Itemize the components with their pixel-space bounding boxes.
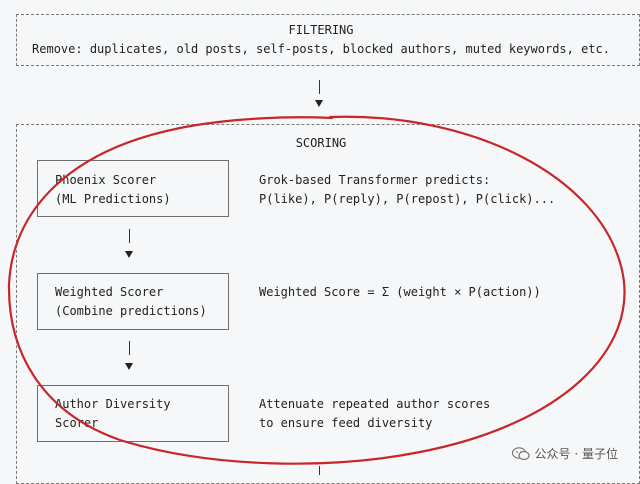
weighted-scorer-desc-1: Weighted Score = Σ (weight × P(action)) xyxy=(259,285,541,299)
phoenix-scorer-box xyxy=(37,160,229,217)
weighted-scorer-subtitle: (Combine predictions) xyxy=(55,304,207,318)
watermark-text: 公众号 · 量子位 xyxy=(534,447,618,461)
connector-arrow xyxy=(315,100,323,107)
highlight-ellipse-stroke xyxy=(7,115,626,465)
scoring-title: SCORING xyxy=(295,136,347,150)
weighted-scorer-name: Weighted Scorer xyxy=(55,285,164,299)
author-diversity-scorer-desc-2: to ensure feed diversity xyxy=(259,416,433,430)
weighted-scorer-box xyxy=(37,273,229,330)
filtering-description: Remove: duplicates, old posts, self-post… xyxy=(32,42,610,56)
connector-line xyxy=(319,466,320,475)
connector-line xyxy=(129,229,130,243)
author-diversity-scorer-name: Author Diversity xyxy=(55,397,171,411)
filtering-title: FILTERING xyxy=(288,23,354,37)
phoenix-scorer-subtitle: (ML Predictions) xyxy=(55,192,171,206)
wechat-icon xyxy=(511,446,530,460)
connector-line xyxy=(129,341,130,355)
author-diversity-scorer-box xyxy=(37,385,229,442)
connector-arrow xyxy=(125,251,133,258)
phoenix-scorer-desc-1: Grok-based Transformer predicts: xyxy=(259,173,491,187)
connector-line xyxy=(319,80,320,94)
watermark: 公众号 · 量子位 xyxy=(511,445,618,462)
connector-arrow xyxy=(125,363,133,370)
author-diversity-scorer-desc-1: Attenuate repeated author scores xyxy=(259,397,491,411)
phoenix-scorer-desc-2: P(like), P(reply), P(repost), P(click)..… xyxy=(259,192,556,206)
